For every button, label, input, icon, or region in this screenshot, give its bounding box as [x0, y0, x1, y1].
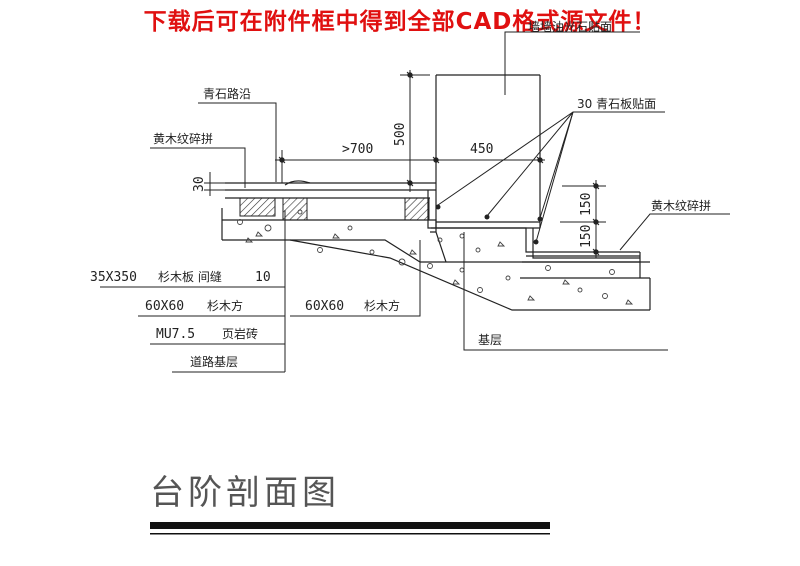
dim-700-label: >700: [342, 142, 373, 157]
shale-brick-label: 页岩砖: [222, 326, 258, 341]
edge-stone-base: [239, 197, 276, 217]
base-layer-label: 基层: [478, 333, 502, 347]
plank-gap-label: 10: [255, 270, 271, 285]
bluestone-face-label: 30 青石板贴面: [577, 97, 656, 111]
title-underline-thin: [150, 533, 550, 535]
leader-dots: [435, 204, 543, 245]
plank-size-label: 35X350: [90, 270, 137, 285]
plank-name-label: 杉木板 间缝: [158, 269, 222, 284]
road-base-label: 道路基层: [190, 354, 238, 369]
deck-surface: [225, 180, 436, 199]
leader-lines: [150, 102, 730, 251]
wall-finish-label: 墙墙油光石贴面: [528, 20, 612, 34]
sloped-base: [289, 231, 651, 311]
dim-30-label: 30: [192, 176, 207, 192]
joist-size-1-label: 60X60: [145, 299, 184, 314]
joist-size-2-label: 60X60: [305, 299, 344, 314]
dim-450-label: 450: [470, 142, 493, 157]
aggregate-marks: [237, 209, 634, 305]
material-callouts: [100, 210, 668, 373]
wall-finish-leader: [504, 31, 640, 95]
dim-150-top-label: 150: [579, 193, 594, 216]
mu-label: MU7.5: [156, 327, 195, 342]
joist-name-2-label: 杉木方: [364, 298, 400, 313]
title-underline-thick: [150, 522, 550, 529]
yellow-wood-left-label: 黄木纹碎拼: [153, 131, 213, 146]
stone-edge-label: 青石路沿: [203, 86, 251, 101]
dim-500-label: 500: [393, 123, 408, 146]
drawing-title: 台阶剖面图: [150, 473, 340, 513]
joist-right: [404, 197, 430, 221]
download-banner: 下载后可在附件框中得到全部CAD格式源文件！: [143, 9, 657, 35]
joist-left: [282, 197, 308, 221]
yellow-wood-right-label: 黄木纹碎拼: [651, 198, 711, 213]
dimension-lines: [204, 70, 606, 258]
lower-step: [427, 190, 641, 278]
dim-150-bottom-label: 150: [579, 225, 594, 248]
joist-name-1-label: 杉木方: [207, 298, 243, 313]
